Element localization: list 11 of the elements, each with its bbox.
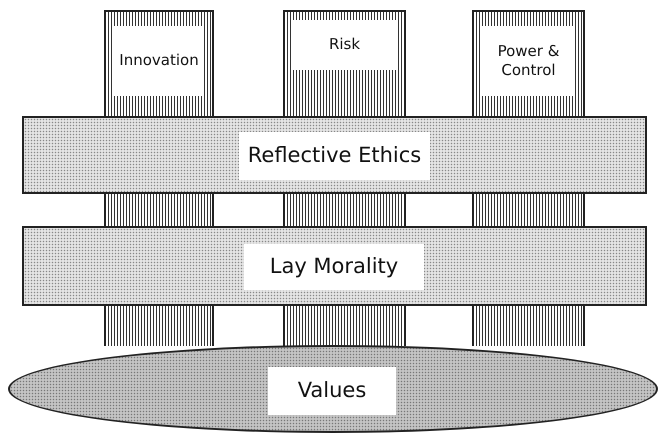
band-label: Lay Morality xyxy=(244,244,424,290)
pillar-label: Power & Control xyxy=(482,26,575,96)
pillar xyxy=(283,10,406,116)
pillar-label: Risk xyxy=(293,20,396,70)
horizontal-band xyxy=(22,226,647,306)
pillar xyxy=(104,10,214,116)
pillar-label: Innovation xyxy=(114,26,204,96)
band-label: Reflective Ethics xyxy=(239,132,430,180)
pillar xyxy=(472,10,585,116)
ellipse-label: Values xyxy=(268,367,396,415)
horizontal-band xyxy=(22,116,647,194)
